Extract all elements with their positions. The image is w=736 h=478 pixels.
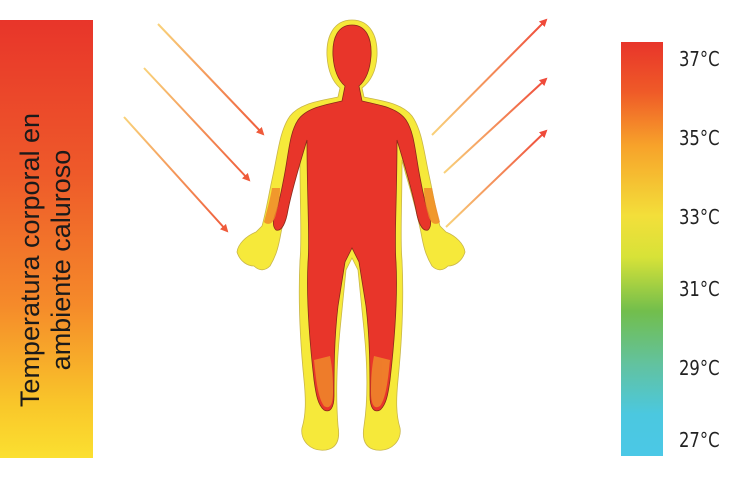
outgoing-heat-arrows [432,20,546,227]
diagram: Temperatura corporal en ambiente caluros… [0,0,736,458]
body-core [273,25,430,411]
outgoing-arrow [446,131,546,227]
scale-label: 29°C [679,356,720,380]
incoming-arrow [158,24,263,134]
scale-label: 27°C [679,428,720,452]
scale-label: 33°C [679,205,720,229]
incoming-arrow [144,68,249,180]
temperature-scale-bar [621,42,663,456]
outgoing-arrow [432,20,546,135]
incoming-heat-arrows [124,24,263,231]
scale-label: 31°C [679,277,720,301]
incoming-arrow [124,117,227,231]
outgoing-arrow [444,79,546,173]
scale-label: 37°C [679,47,720,71]
scale-label: 35°C [679,126,720,150]
